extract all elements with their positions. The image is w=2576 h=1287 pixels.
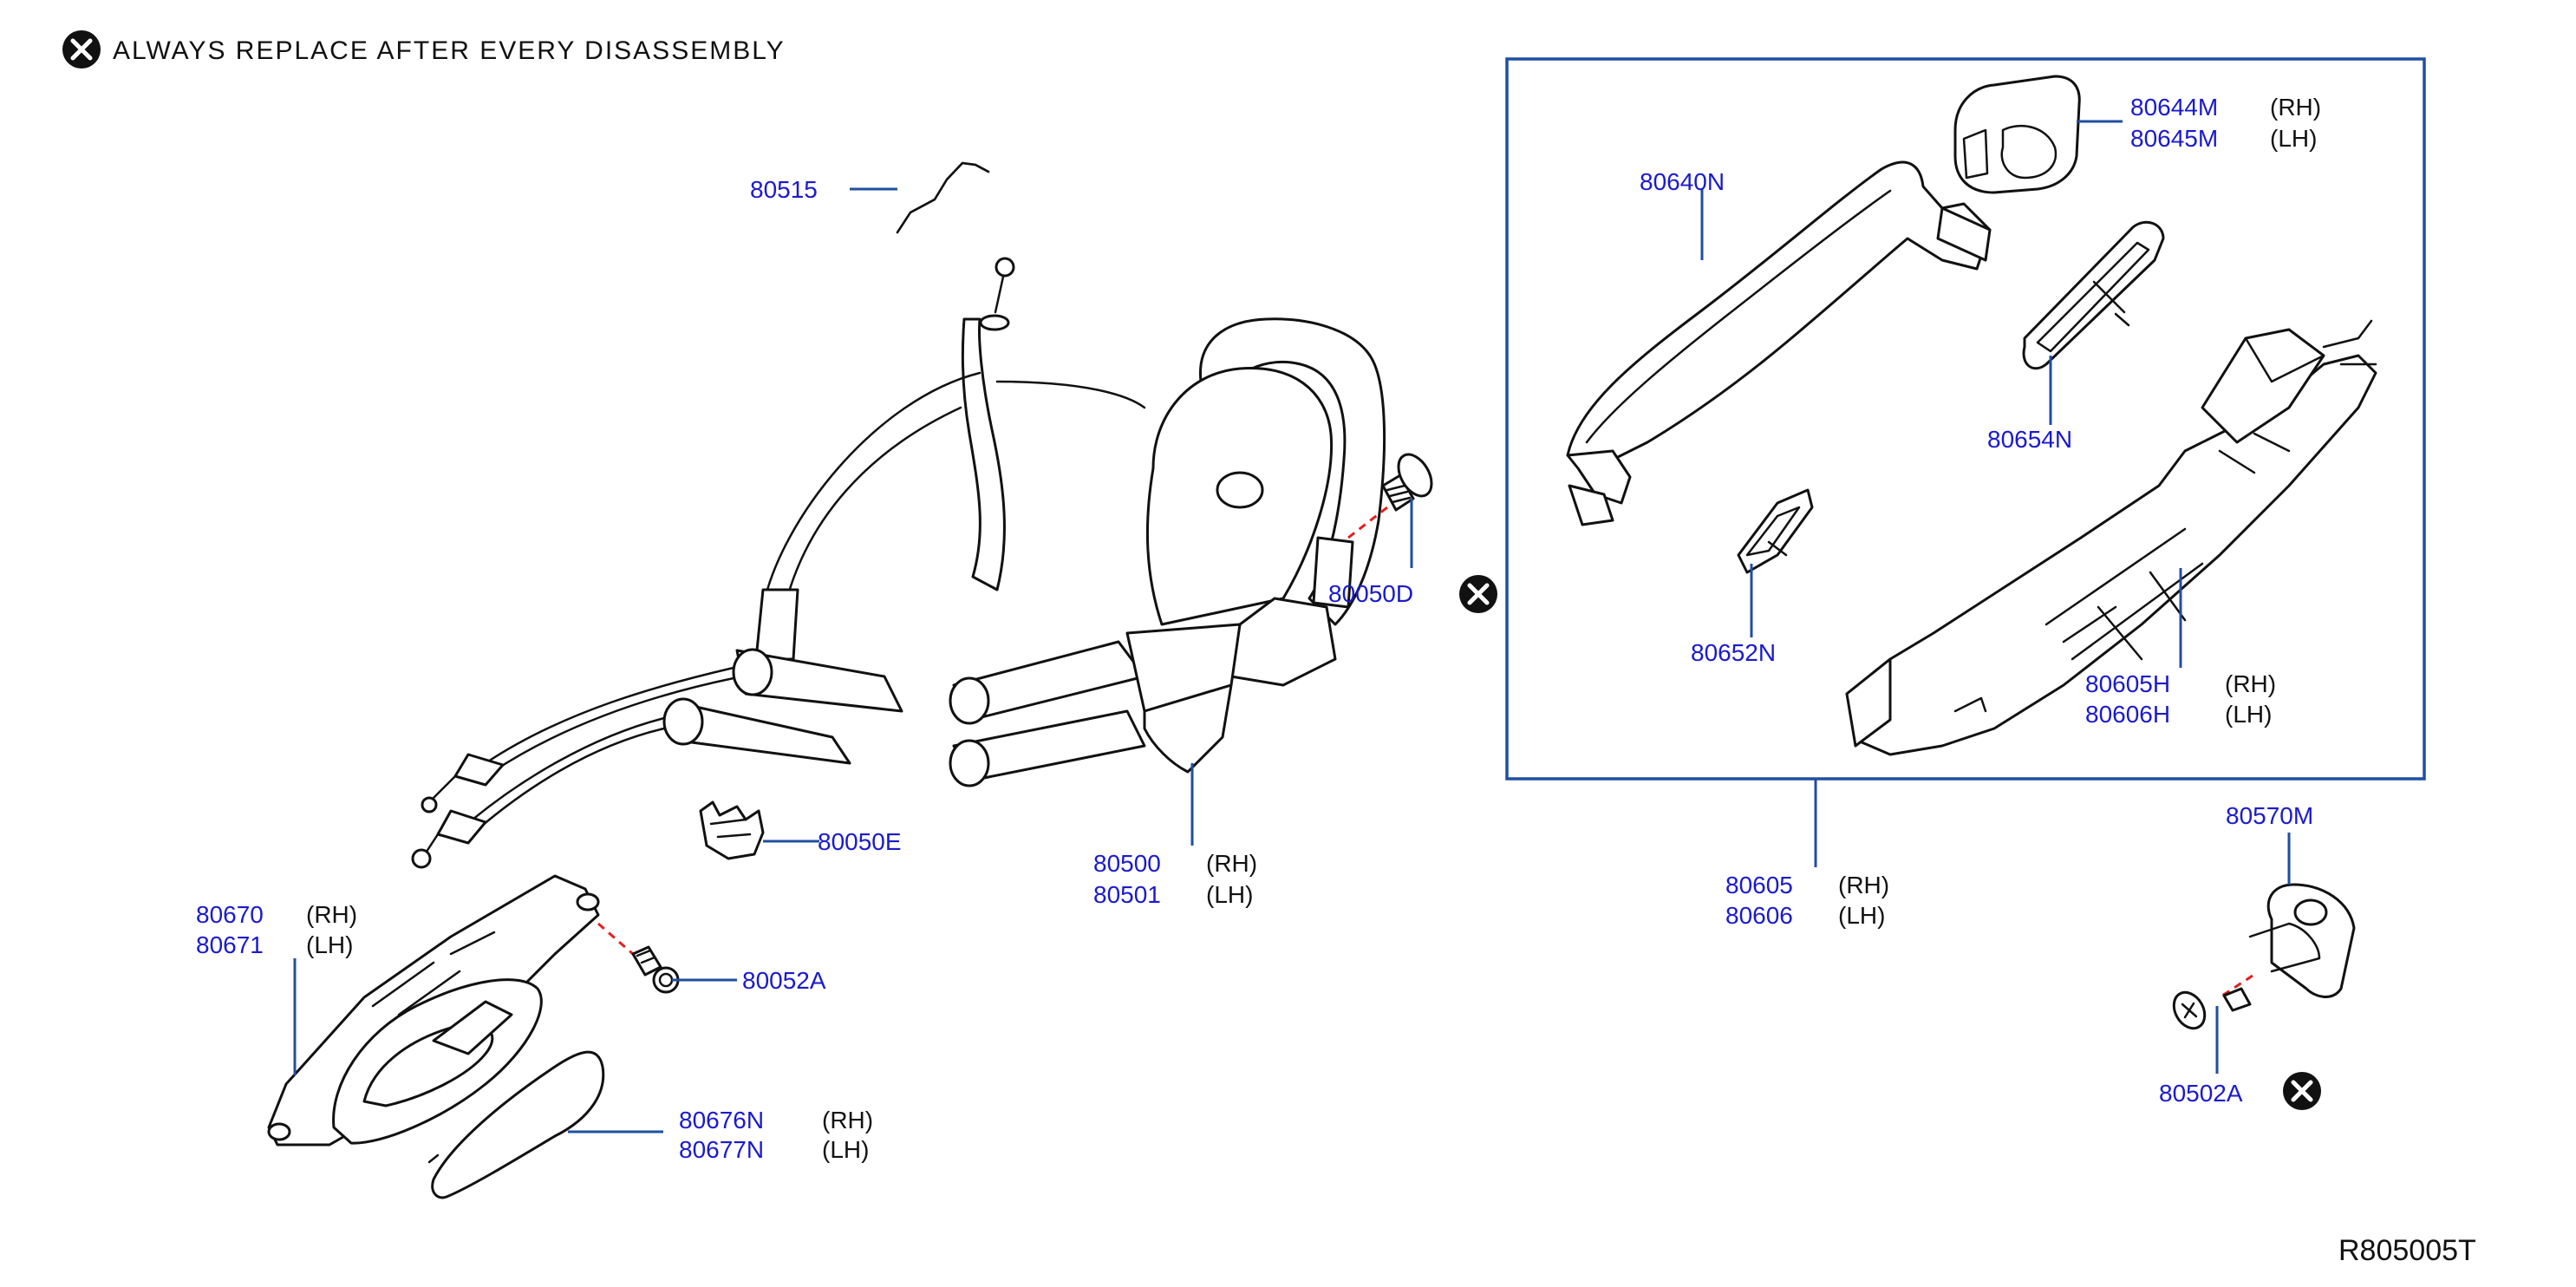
part-label-80670: 80670 <box>196 901 264 928</box>
part-label-80606H: 80606H <box>2085 701 2170 728</box>
part-label-80652N: 80652N <box>1691 639 1776 666</box>
replace-mark-icon <box>2283 1072 2321 1110</box>
inside-handle-80670 <box>267 874 600 1147</box>
part-label-80515: 80515 <box>750 176 818 203</box>
side-label-80670: (RH) <box>306 901 357 928</box>
part-label-80640N: 80640N <box>1640 168 1725 195</box>
part-label-80050E: 80050E <box>818 828 902 855</box>
part-label-80676N: 80676N <box>679 1107 764 1133</box>
side-label-80677N: (LH) <box>822 1136 869 1163</box>
outside-handle-80640N <box>1566 160 1992 526</box>
part-label-80654N: 80654N <box>1987 426 2072 453</box>
part-label-80501: 80501 <box>1093 881 1161 908</box>
lock-cables <box>411 257 1146 869</box>
leader-lines <box>293 120 2291 1133</box>
part-label-80645M: 80645M <box>2130 125 2218 152</box>
part-label-80502A: 80502A <box>2159 1080 2243 1107</box>
part-label-80605: 80605 <box>1725 872 1793 898</box>
cylinder-cap-80644M <box>1953 75 2081 194</box>
replace-note: ALWAYS REPLACE AFTER EVERY DISASSEMBLY <box>62 30 786 69</box>
replace-mark-icon <box>62 30 101 69</box>
escutcheon-80676N <box>427 1050 605 1199</box>
reference-code: R805005T <box>2338 1234 2476 1267</box>
part-label-80671: 80671 <box>196 931 264 958</box>
bolt-80050D <box>1347 453 1433 539</box>
side-label-80501: (LH) <box>1206 881 1253 908</box>
part-label-80052A: 80052A <box>742 967 826 994</box>
replace-note-text: ALWAYS REPLACE AFTER EVERY DISASSEMBLY <box>113 36 786 65</box>
part-label-80050D: 80050D <box>1328 580 1413 607</box>
outside-handle-kit-box <box>1505 57 2426 781</box>
clip-80050E <box>699 800 765 860</box>
gasket-80652N <box>1737 488 1814 574</box>
side-label-80671: (LH) <box>306 931 353 958</box>
screw-80502A <box>2172 974 2253 1030</box>
side-label-80676N: (RH) <box>822 1107 873 1133</box>
replace-mark-icon <box>1459 575 1497 613</box>
part-label-80677N: 80677N <box>679 1136 764 1163</box>
side-label-80645M: (LH) <box>2270 125 2317 152</box>
part-label-80644M: 80644M <box>2130 94 2218 121</box>
side-label-80500: (RH) <box>1206 850 1257 877</box>
part-label-80606: 80606 <box>1725 902 1793 929</box>
gasket-80654N <box>2022 220 2165 370</box>
side-label-80606H: (LH) <box>2225 701 2272 728</box>
side-label-80606: (LH) <box>1838 902 1885 929</box>
side-label-80605: (RH) <box>1838 872 1889 898</box>
screw-80052A <box>597 922 680 994</box>
side-label-80605H: (RH) <box>2225 670 2276 697</box>
side-label-80644M: (RH) <box>2270 94 2321 121</box>
part-label-80500: 80500 <box>1093 850 1161 877</box>
bracket-80605H <box>1845 319 2377 756</box>
part-label-80605H: 80605H <box>2085 670 2170 697</box>
part-label-80570M: 80570M <box>2226 802 2313 829</box>
rod-80515 <box>896 161 990 234</box>
door-lock-actuator <box>1125 317 1386 774</box>
striker-80570M <box>2248 883 2356 998</box>
